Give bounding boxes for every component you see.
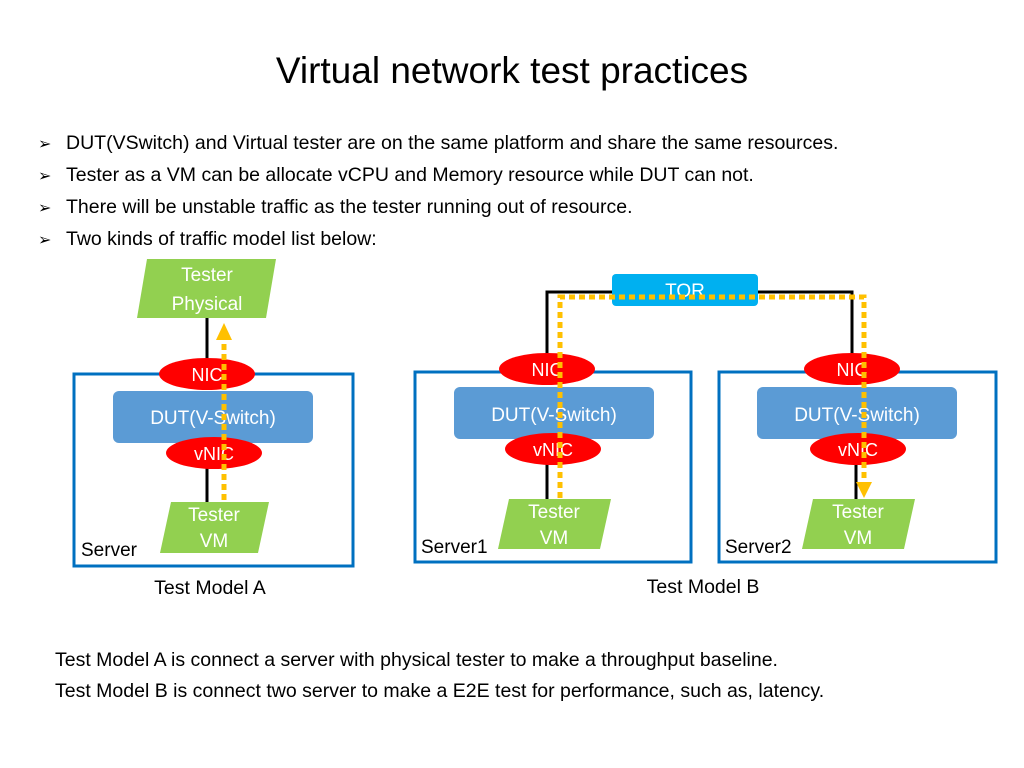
tester-vm-label-line2: VM	[540, 528, 569, 549]
dut-vswitch-label: DUT(V-Switch)	[794, 405, 920, 426]
vnic-label: vNIC	[838, 440, 878, 460]
tester-vm-shape	[160, 502, 269, 553]
nic-oval	[499, 353, 595, 385]
nic-label: NIC	[192, 365, 223, 385]
server1-box	[413, 370, 693, 564]
nic-label: NIC	[532, 360, 563, 380]
vnic-label: vNIC	[533, 440, 573, 460]
server-a-box	[72, 372, 355, 568]
tester-physical-label-line1: Tester	[181, 265, 233, 286]
dut-vswitch-box	[454, 387, 654, 439]
bullet-item: ➢Two kinds of traffic model list below:	[38, 224, 838, 256]
model-a-caption: Test Model A	[154, 577, 266, 599]
dut-vswitch-box	[757, 387, 957, 439]
vnic-oval	[505, 433, 601, 465]
server1-label: Server1	[421, 537, 488, 558]
nic-label: NIC	[837, 360, 868, 380]
traffic-path	[557, 294, 867, 498]
server-a-label: Server	[81, 540, 138, 561]
tester-physical-shape	[137, 259, 276, 318]
link-line	[758, 290, 854, 360]
traffic-arrow-down-icon	[856, 482, 872, 498]
arrow-bullet-icon: ➢	[38, 200, 52, 217]
footer-line: Test Model A is connect a server with ph…	[55, 649, 778, 671]
nic-oval	[159, 358, 255, 390]
tester-vm-shape	[802, 499, 915, 549]
page-title: Virtual network test practices	[275, 50, 749, 91]
tester-vm-label-line1: Tester	[528, 502, 580, 523]
dut-vswitch-box	[113, 391, 313, 443]
server2-box	[717, 370, 998, 564]
arrow-bullet-icon: ➢	[38, 232, 52, 249]
vnic-oval	[810, 433, 906, 465]
tester-vm-label-line1: Tester	[832, 502, 884, 523]
vnic-oval	[166, 437, 262, 469]
tor-label: TOR	[665, 281, 705, 302]
vnic-label: vNIC	[194, 444, 234, 464]
link-line	[545, 290, 612, 360]
tester-vm-label-line1: Tester	[188, 505, 240, 526]
bullet-item: ➢DUT(VSwitch) and Virtual tester are on …	[38, 128, 838, 160]
arrow-bullet-icon: ➢	[38, 136, 52, 153]
server2-label: Server2	[725, 537, 792, 558]
test-model-a: Tester Physical DUT(V-Switch) NIC vNIC T…	[72, 259, 355, 568]
tester-physical-label-line2: Physical	[172, 294, 243, 315]
footer-line: Test Model B is connect two server to ma…	[55, 680, 825, 702]
traffic-arrow-up-icon	[216, 323, 232, 340]
bullet-item: ➢Tester as a VM can be allocate vCPU and…	[38, 160, 838, 192]
arrow-bullet-icon: ➢	[38, 168, 52, 185]
test-model-b: TOR DUT(V-Switch) DUT(V-Switch) NIC NIC …	[413, 274, 998, 564]
dut-vswitch-label: DUT(V-Switch)	[150, 408, 276, 429]
tester-vm-label-line2: VM	[200, 531, 229, 552]
model-b-caption: Test Model B	[647, 576, 760, 598]
tester-vm-shape	[498, 499, 611, 549]
footer-notes: Test Model A is connect a server with ph…	[55, 645, 824, 707]
nic-oval	[804, 353, 900, 385]
tor-switch-box	[612, 274, 758, 306]
tester-vm-label-line2: VM	[844, 528, 873, 549]
dut-vswitch-label: DUT(V-Switch)	[491, 405, 617, 426]
bullet-item: ➢There will be unstable traffic as the t…	[38, 192, 838, 224]
bullet-list: ➢DUT(VSwitch) and Virtual tester are on …	[38, 128, 838, 256]
